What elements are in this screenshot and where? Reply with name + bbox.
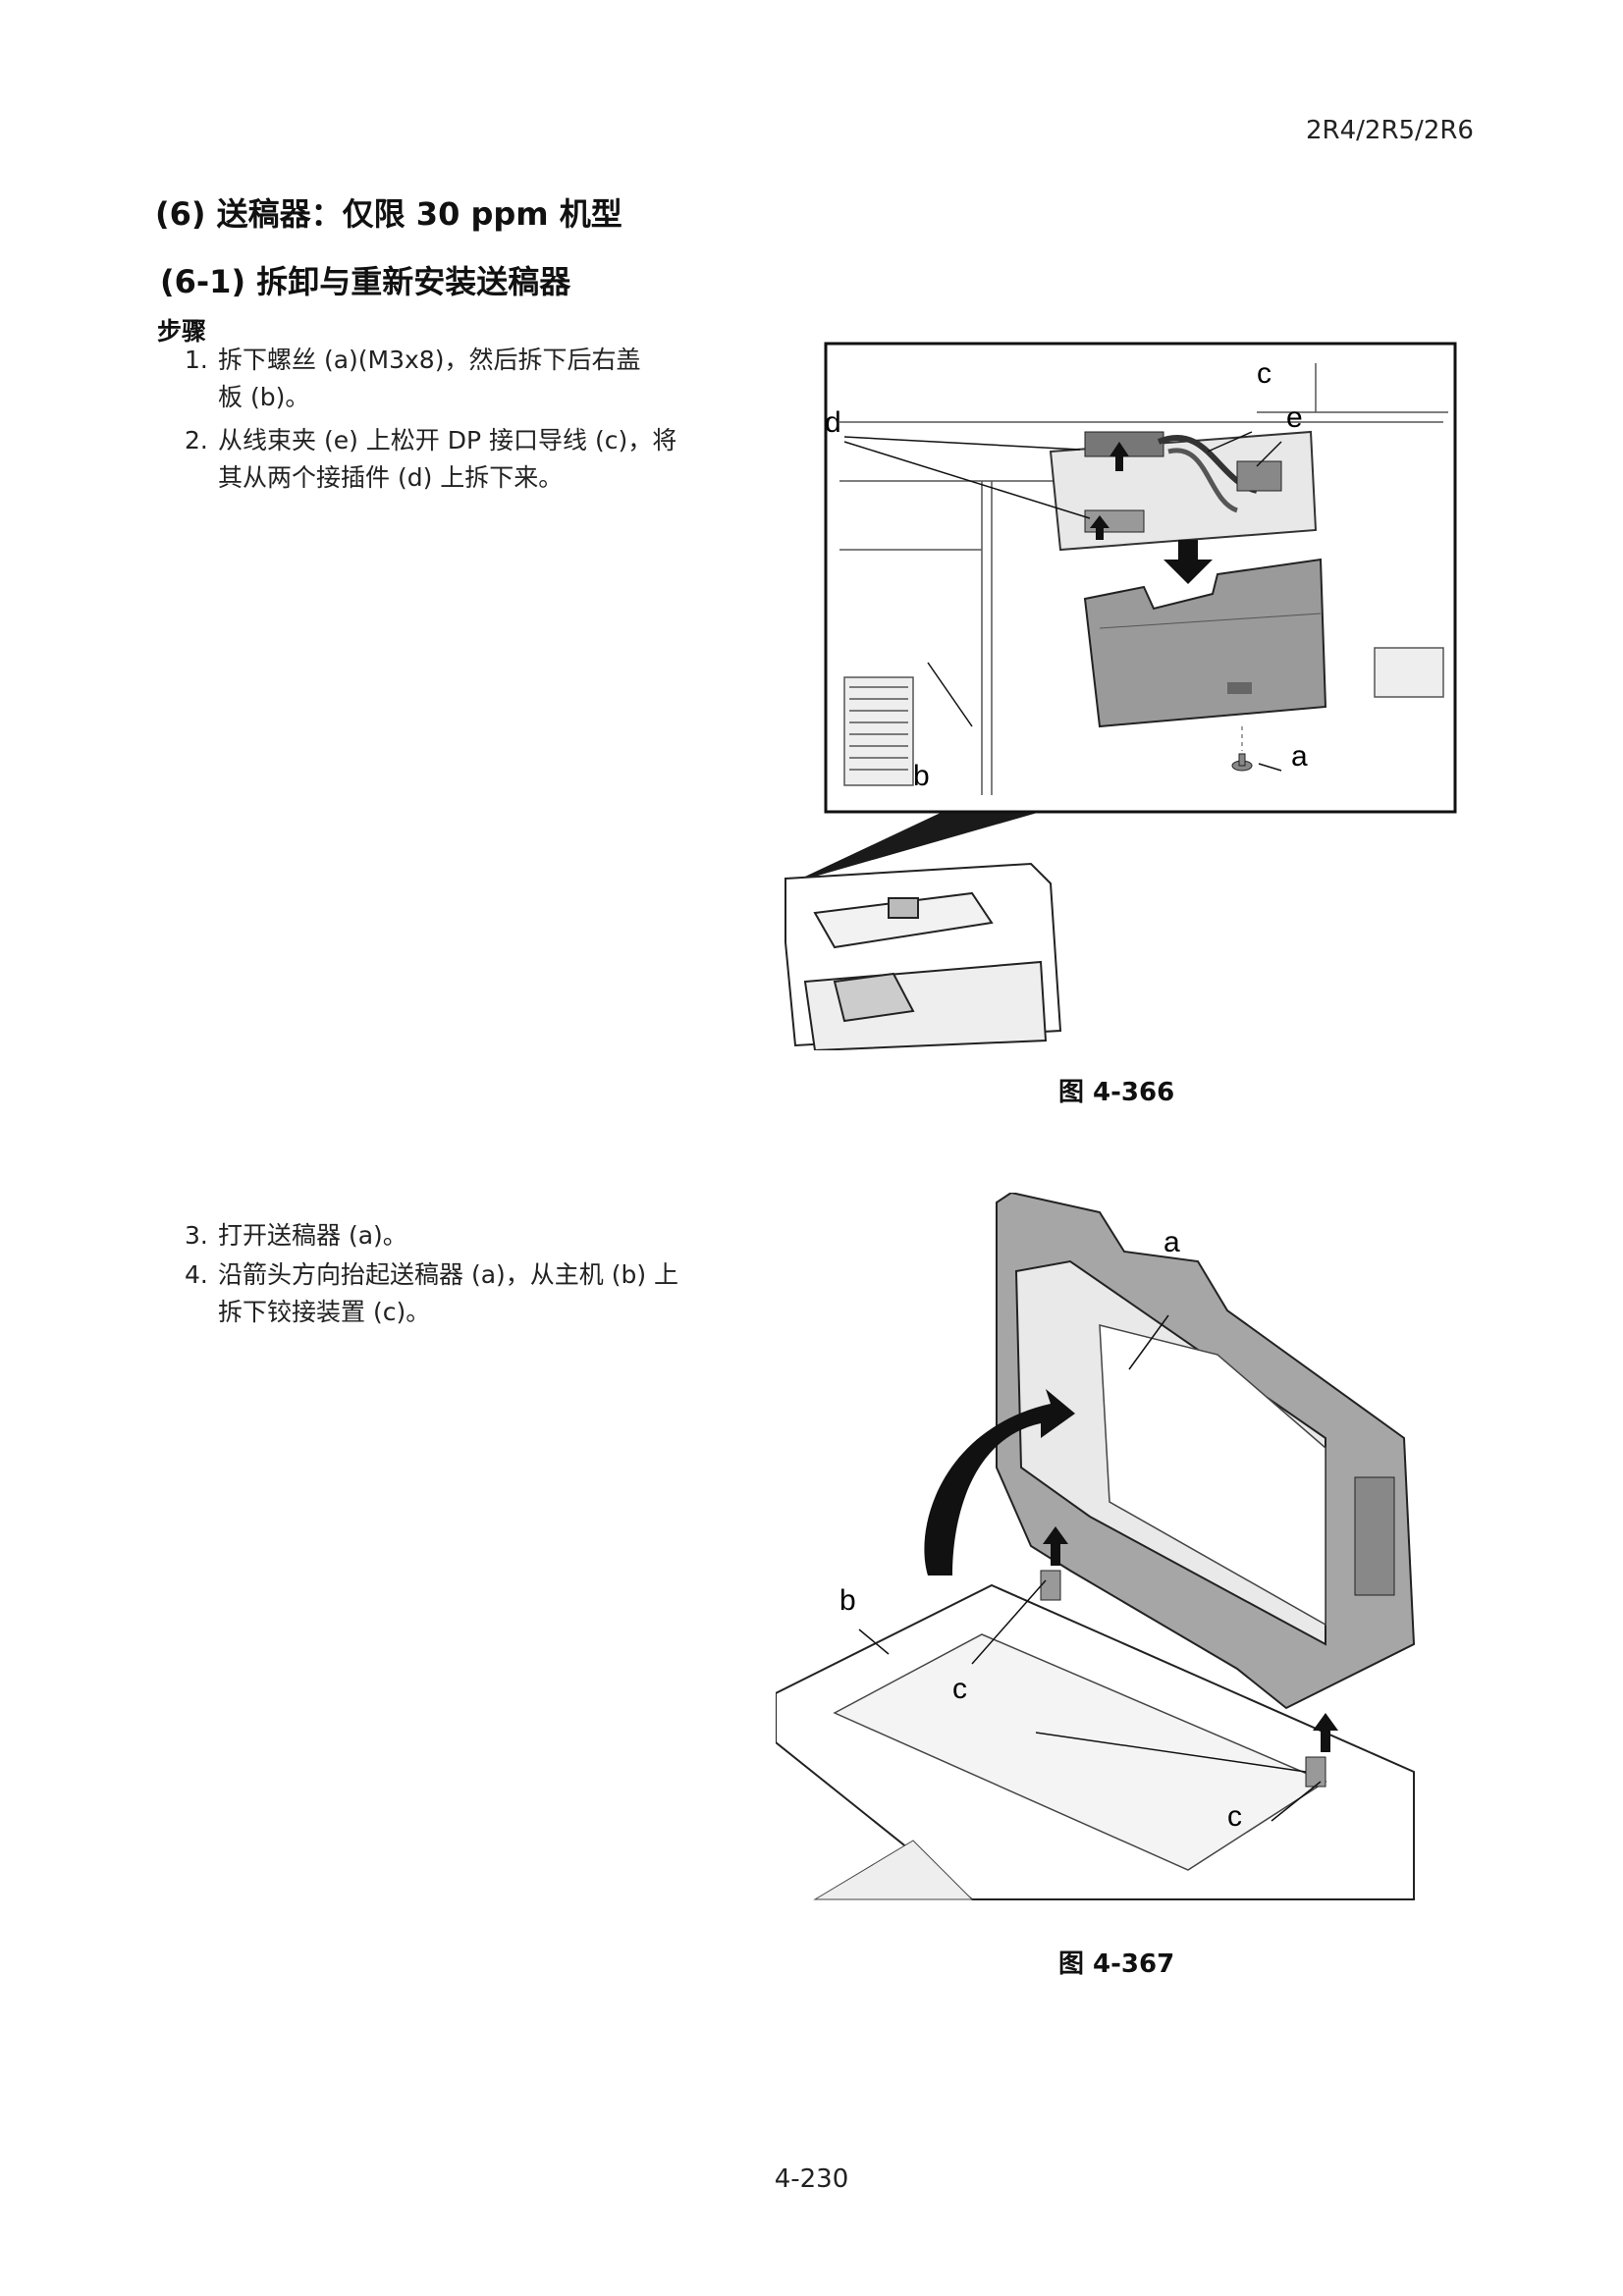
label-d: d [825,406,841,439]
step-text: 沿箭头方向抬起送稿器 (a)，从主机 (b) 上 拆下铰接装置 (c)。 [218,1260,679,1326]
step-number: 1. [185,346,208,374]
page-number: 4-230 [774,2164,849,2194]
step-4: 4. 沿箭头方向抬起送稿器 (a)，从主机 (b) 上 拆下铰接装置 (c)。 [185,1256,734,1335]
up-arrow-icon [1043,1526,1338,1752]
figure-4-366: d c e b a [784,342,1457,1050]
document-code: 2R4/2R5/2R6 [1306,116,1474,145]
copier-overview [784,862,1062,1050]
figure-caption: 图 4-367 [1058,1949,1175,1979]
label-c-right: c [1227,1800,1242,1833]
step-text: 拆下螺丝 (a)(M3x8)，然后拆下后右盖 板 (b)。 [218,346,641,411]
figure-4-367: a b c c [776,1193,1416,1900]
step-number: 2. [185,426,208,454]
detail-frame [824,342,1457,814]
label-e: e [1286,401,1303,434]
label-a: a [1163,1226,1180,1258]
step-text: 打开送稿器 (a)。 [218,1221,407,1250]
section-title: (6) 送稿器：仅限 30 ppm 机型 [155,195,622,233]
steps-heading: 步骤 [157,317,207,346]
label-b: b [839,1584,856,1617]
step-number: 3. [185,1221,208,1250]
leader-lines [858,1314,1322,1822]
connector-housing [1049,430,1318,552]
leader-lines [843,431,1282,772]
step-text: 从线束夹 (e) 上松开 DP 接口导线 (c)，将 其从两个接插件 (d) 上… [218,426,677,492]
rear-right-cover [1083,558,1327,728]
step-1: 1. 拆下螺丝 (a)(M3x8)，然后拆下后右盖 板 (b)。 [185,342,734,420]
curved-arrow-icon [924,1389,1075,1575]
rear-panel-illustration [839,363,1448,795]
step-2: 2. 从线束夹 (e) 上松开 DP 接口导线 (c)，将 其从两个接插件 (d… [185,422,734,501]
label-c-left: c [952,1673,967,1705]
subsection-title: (6-1) 拆卸与重新安装送稿器 [160,263,571,300]
label-b: b [913,760,930,792]
screw-illustration [1231,726,1253,772]
figure-caption: 图 4-366 [1058,1078,1175,1107]
up-arrow-icon [1090,442,1129,540]
step-3: 3. 打开送稿器 (a)。 [185,1217,734,1256]
document-processor [996,1193,1416,1710]
label-a: a [1291,740,1308,773]
down-arrow-icon [1163,540,1213,584]
step-number: 4. [185,1260,208,1289]
callout-wedge [790,812,1041,883]
label-c: c [1257,357,1271,390]
